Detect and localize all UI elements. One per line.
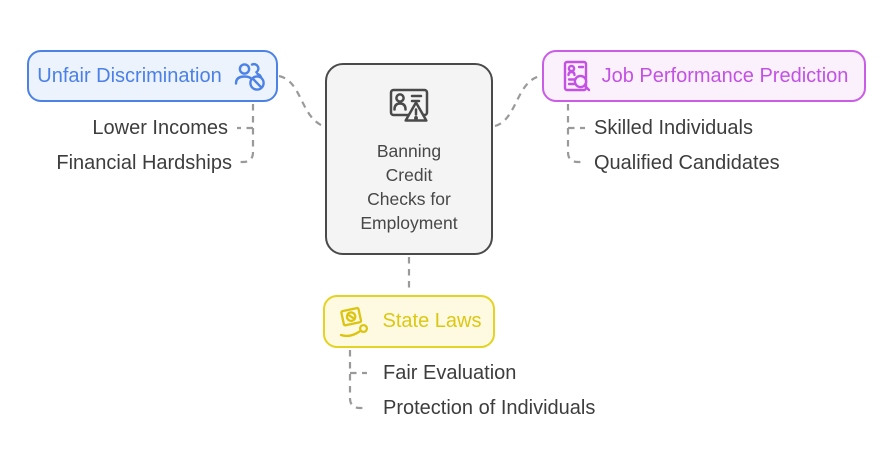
- leaf-qualified-candidates: Qualified Candidates: [594, 152, 780, 174]
- node-job-performance-prediction-label: Job Performance Prediction: [601, 64, 849, 87]
- node-job-performance-prediction[interactable]: Job Performance Prediction: [542, 50, 866, 102]
- node-center-banning-credit-checks[interactable]: Banning Credit Checks for Employment: [325, 63, 493, 255]
- node-unfair-discrimination[interactable]: Unfair Discrimination: [27, 50, 278, 102]
- hand-ban-sign-icon: [339, 306, 368, 337]
- connector-state-laws-children: [348, 350, 367, 410]
- center-node-title: Banning Credit Checks for Employment: [360, 141, 458, 233]
- leaf-protection-of-individuals: Protection of Individuals: [383, 397, 596, 419]
- connector-unfair-discrimination-children: [237, 104, 255, 164]
- node-unfair-discrimination-label: Unfair Discrimination: [37, 64, 222, 87]
- connector-center-to-job-performance: [494, 74, 541, 128]
- id-card-warning-icon: [389, 88, 429, 122]
- leaf-skilled-individuals: Skilled Individuals: [594, 117, 753, 139]
- node-state-laws[interactable]: State Laws: [323, 295, 495, 348]
- users-ban-icon: [234, 62, 265, 91]
- resume-search-icon: [563, 60, 590, 92]
- leaf-financial-hardships: Financial Hardships: [56, 152, 232, 174]
- connector-center-to-unfair-discrimination: [278, 74, 324, 128]
- leaf-lower-incomes: Lower Incomes: [92, 117, 228, 139]
- node-state-laws-label: State Laws: [382, 310, 482, 332]
- leaf-fair-evaluation: Fair Evaluation: [383, 362, 517, 384]
- connector-job-performance-children: [566, 104, 585, 164]
